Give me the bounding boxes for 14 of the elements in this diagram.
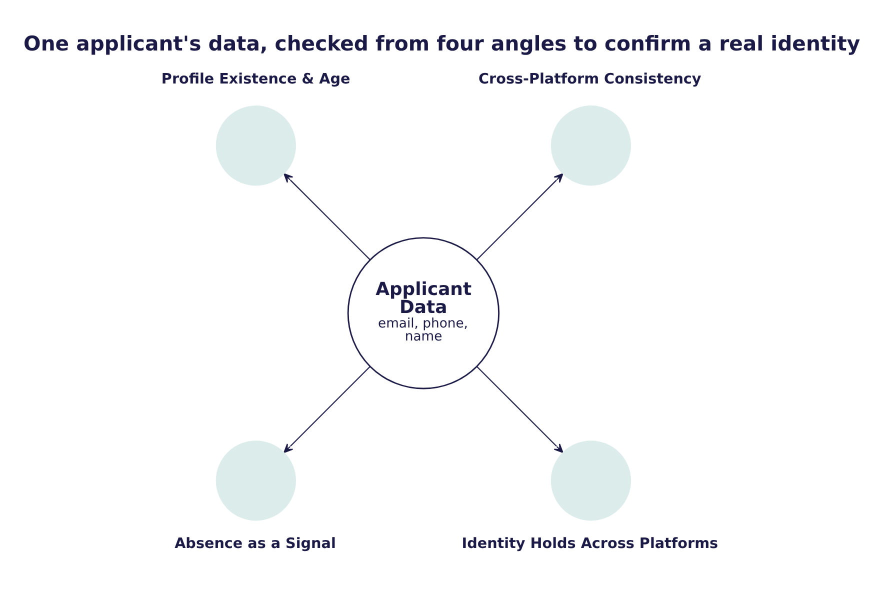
arrow [283,173,370,260]
node-label: Cross-Platform Consistency [478,72,701,88]
node-label: Identity Holds Across Platforms [461,536,718,552]
node-circle [215,106,296,186]
node-circle [215,440,296,521]
node-circle [550,106,631,186]
node-label: Profile Existence & Age [160,72,350,88]
arrow [283,366,370,454]
node-circle: Applicant Data email, phone, name [346,237,500,390]
arrow [476,173,563,260]
node-circle [550,440,631,521]
node-label: Absence as a Signal [174,536,336,552]
arrow [476,366,563,454]
diagram-title: One applicant's data, checked from four angles to confirm a real identity [23,32,860,56]
